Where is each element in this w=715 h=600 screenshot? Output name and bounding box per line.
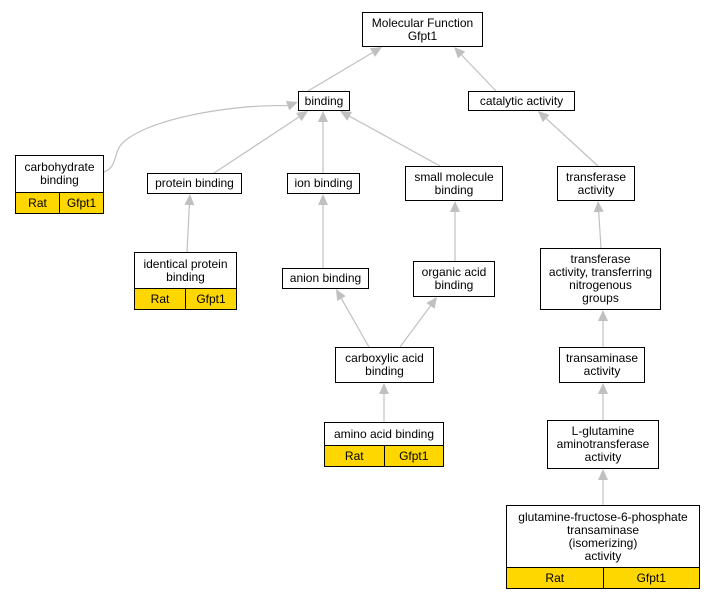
edge-line: [307, 52, 373, 92]
node-organic-acid-binding[interactable]: organic acid binding: [413, 261, 495, 297]
node-label: L-glutamine aminotransferase activity: [556, 424, 650, 464]
node-label: transaminase activity: [565, 351, 639, 378]
edge-line: [461, 54, 497, 92]
node-l-glutamine-aminotransferase[interactable]: L-glutamine aminotransferase activity: [547, 420, 659, 469]
gene-cell: Gfpt1: [59, 193, 103, 213]
annotation-row: Rat Gfpt1: [507, 567, 699, 588]
edge-line: [399, 305, 431, 348]
annotation-row: Rat Gfpt1: [325, 445, 443, 466]
gene-cell: Gfpt1: [383, 446, 444, 466]
node-label: transferase activity: [565, 169, 627, 197]
node-label: ion binding: [294, 176, 353, 190]
edge-arrowhead: [370, 47, 382, 57]
node-label: protein binding: [155, 176, 234, 190]
edge-line: [103, 105, 288, 173]
edge-arrowhead: [450, 201, 460, 212]
node-label: organic acid binding: [421, 265, 487, 292]
species-cell: Rat: [545, 570, 565, 585]
node-label: identical protein binding: [143, 256, 228, 284]
node-protein-binding[interactable]: protein binding: [147, 173, 242, 194]
edge-arrowhead: [286, 101, 298, 111]
node-molecular-function[interactable]: Molecular Function Gfpt1: [362, 12, 483, 47]
edge-line: [545, 117, 599, 167]
edge-arrowhead: [318, 111, 328, 122]
annotation-row: Rat Gfpt1: [135, 288, 236, 309]
edge-arrowhead: [598, 383, 608, 394]
edge-arrowhead: [318, 194, 328, 205]
node-label: carboxylic acid binding: [345, 351, 424, 378]
node-label: catalytic activity: [479, 93, 564, 108]
edge-arrowhead: [340, 111, 352, 121]
gene-cell: Gfpt1: [185, 289, 236, 309]
edge-arrowhead: [296, 111, 308, 122]
edge-arrowhead: [426, 297, 437, 309]
node-binding[interactable]: binding: [298, 91, 350, 111]
gene-cell: Gfpt1: [602, 568, 700, 588]
species-cell: Rat: [28, 195, 47, 210]
node-ion-binding[interactable]: ion binding: [287, 173, 360, 194]
node-label: amino acid binding: [333, 426, 435, 441]
edge-line: [349, 115, 441, 167]
node-amino-acid-binding[interactable]: amino acid binding Rat Gfpt1: [324, 422, 444, 467]
species-cell: Rat: [150, 291, 170, 306]
node-label: carbohydrate binding: [24, 160, 95, 187]
edge-arrowhead: [538, 111, 550, 123]
node-label: binding: [304, 93, 344, 108]
edge-arrowhead: [593, 201, 604, 213]
edge-arrowhead: [379, 383, 389, 394]
node-small-molecule-binding[interactable]: small molecule binding: [405, 166, 503, 201]
node-carboxylic-acid-binding[interactable]: carboxylic acid binding: [335, 347, 434, 383]
node-identical-protein-binding[interactable]: identical protein binding Rat Gfpt1: [134, 252, 237, 310]
node-transferase-nitrogenous[interactable]: transferase activity, transferring nitro…: [540, 248, 661, 310]
node-label: Molecular Function Gfpt1: [371, 15, 474, 43]
node-label: transferase activity, transferring nitro…: [548, 252, 653, 305]
edge-arrowhead: [336, 289, 346, 301]
edge-arrowhead: [598, 469, 608, 480]
node-catalytic-activity[interactable]: catalytic activity: [468, 91, 575, 111]
edge-arrowhead: [454, 47, 466, 59]
species-cell: Rat: [344, 448, 364, 463]
edge-line: [213, 116, 300, 174]
node-carbohydrate-binding[interactable]: carbohydrate binding Rat Gfpt1: [15, 155, 104, 214]
node-transferase-activity[interactable]: transferase activity: [557, 166, 635, 201]
edge-line: [186, 204, 190, 253]
node-gfat-activity[interactable]: glutamine-fructose-6-phosphate transamin…: [506, 505, 700, 589]
node-label: glutamine-fructose-6-phosphate transamin…: [518, 509, 688, 563]
edge-line: [340, 298, 370, 348]
annotation-row: Rat Gfpt1: [16, 192, 103, 213]
edge-arrowhead: [184, 194, 195, 206]
node-transaminase-activity[interactable]: transaminase activity: [559, 347, 645, 383]
node-anion-binding[interactable]: anion binding: [282, 268, 369, 289]
node-label: small molecule binding: [414, 169, 494, 197]
edge-line: [598, 211, 602, 249]
node-label: anion binding: [289, 271, 362, 285]
edge-arrowhead: [598, 310, 608, 321]
